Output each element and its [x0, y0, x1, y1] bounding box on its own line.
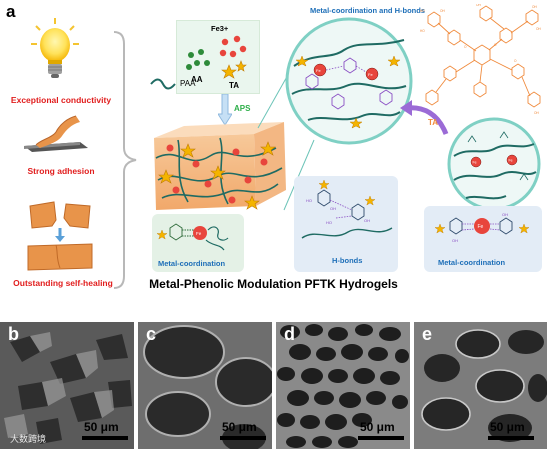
sem-texture-d — [276, 322, 410, 449]
scale-bar-b — [82, 436, 128, 440]
grouping-bracket — [113, 31, 137, 289]
svg-text:OH: OH — [476, 4, 481, 7]
fe-label: Fe3+ — [211, 24, 229, 33]
scale-bar-d — [358, 436, 404, 440]
paa-chain-icon — [150, 78, 176, 90]
interaction-label-1: Metal-coordination — [158, 259, 226, 268]
svg-text:HO: HO — [420, 29, 425, 33]
interaction-label-3: Metal-coordination — [438, 258, 506, 267]
svg-text:Fe: Fe — [196, 231, 202, 236]
svg-text:OH: OH — [364, 218, 370, 223]
reagent-molecules — [186, 35, 247, 79]
svg-text:OH: OH — [440, 9, 445, 13]
sem-texture-e — [414, 322, 547, 449]
interaction-box-metal-coordination-2: Fe OH OH Metal-coordination — [424, 206, 542, 272]
panel-letter-b: b — [8, 324, 19, 344]
svg-text:O: O — [514, 59, 517, 63]
sem-panel-e: e 50 μm — [414, 322, 547, 449]
metal-coordination-structure-2: Fe OH OH — [434, 212, 530, 243]
property-label-conductivity: Exceptional conductivity — [10, 95, 112, 105]
svg-text:Fe: Fe — [478, 224, 484, 230]
interaction-box-h-bonds: HO OH OH HO H-bonds — [294, 176, 398, 272]
aa-label: AA — [191, 75, 203, 84]
h-bond-structure: HO OH OH HO — [301, 179, 393, 239]
interaction-box-metal-coordination-1: Fe Metal-coordination — [152, 214, 244, 272]
svg-text:OH: OH — [502, 212, 508, 217]
down-arrow-icon — [218, 94, 232, 126]
aps-label: APS — [234, 104, 251, 113]
svg-text:OH: OH — [330, 206, 336, 211]
ta-arrow-label: TA — [428, 118, 439, 127]
sem-texture-c — [138, 322, 272, 449]
scale-label-d: 50 μm — [360, 420, 395, 434]
scale-label-e: 50 μm — [490, 420, 525, 434]
svg-text:HO: HO — [420, 9, 425, 13]
sem-panel-d: d 50 μm — [276, 322, 410, 449]
adhesion-tape-icon — [22, 112, 90, 156]
panel-letter-c: c — [146, 324, 157, 344]
svg-text:Fe: Fe — [368, 72, 373, 77]
sem-texture-b — [0, 322, 134, 449]
svg-text:Fe: Fe — [316, 68, 321, 73]
sem-panel-b: b 50 μm 大数跨境 — [0, 322, 134, 449]
scale-bar-c — [220, 436, 266, 440]
watermark: 大数跨境 — [10, 434, 47, 444]
self-healing-block-icon — [26, 200, 98, 272]
panel-letter-a: a — [6, 2, 16, 21]
scale-label-b: 50 μm — [84, 420, 119, 434]
zoom-title: Metal-coordination and H-bonds — [310, 6, 425, 15]
panel-letter-e: e — [422, 324, 433, 344]
ta-label: TA — [229, 81, 240, 90]
svg-text:Fe: Fe — [509, 159, 513, 163]
property-label-adhesion: Strong adhesion — [27, 166, 95, 176]
svg-text:HO: HO — [326, 220, 332, 225]
figure-caption: Metal-Phenolic Modulation PFTK Hydrogels — [149, 277, 398, 291]
sem-panel-c: c 50 μm — [138, 322, 272, 449]
svg-text:OH: OH — [534, 111, 539, 115]
svg-text:O: O — [464, 45, 467, 49]
svg-text:OH: OH — [452, 238, 458, 243]
property-label-self-healing: Outstanding self-healing — [13, 278, 113, 288]
scale-label-c: 50 μm — [222, 420, 257, 434]
svg-text:HO: HO — [306, 198, 312, 203]
panel-letter-d: d — [284, 324, 295, 344]
hydrogel-block — [154, 122, 286, 210]
metal-coordination-structure: Fe — [156, 223, 229, 251]
svg-text:O: O — [494, 43, 497, 47]
ta-arrow-icon — [400, 100, 449, 136]
paa-label: PAA — [180, 79, 196, 88]
interaction-label-2: H-bonds — [332, 256, 363, 265]
scale-bar-e — [488, 436, 534, 440]
svg-text:Fe: Fe — [473, 161, 477, 165]
lightbulb-icon — [30, 16, 80, 82]
svg-text:OH: OH — [532, 5, 537, 9]
reagent-box: Fe3+ AA TA — [176, 20, 260, 94]
svg-text:OH: OH — [536, 27, 541, 31]
